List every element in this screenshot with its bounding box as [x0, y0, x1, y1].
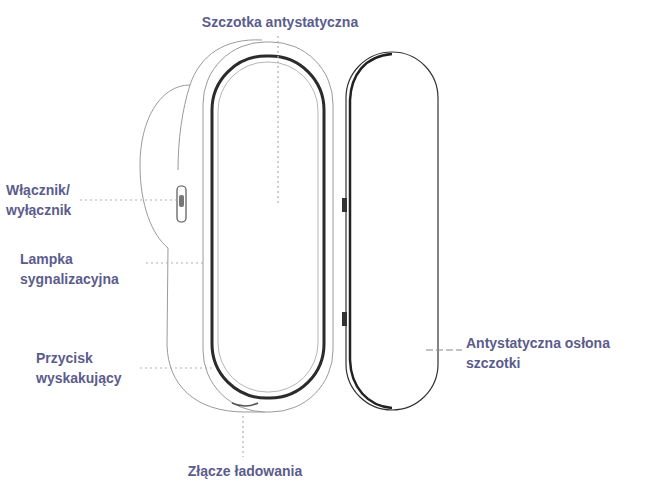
leader-line	[242, 416, 243, 457]
part-label: Włącznik/ wyłącznik	[6, 180, 101, 220]
part-label: Szczotka antystatyczna	[160, 12, 400, 32]
leader-lines	[80, 36, 278, 457]
brush-cover	[346, 52, 438, 410]
power-switch	[177, 186, 186, 222]
switch-knob	[179, 195, 184, 207]
bulge-seam	[178, 85, 190, 170]
leader-line	[140, 367, 214, 368]
leader-line	[146, 262, 206, 263]
brush-ring	[212, 56, 324, 398]
leader-line	[426, 349, 462, 350]
popup-button	[232, 403, 258, 406]
leader-line	[277, 36, 278, 205]
cover-edge	[350, 54, 392, 408]
part-label: Lampka sygnalizacyjna	[20, 249, 145, 289]
part-label: Przycisk wyskakujący	[36, 348, 146, 388]
brush-inner	[218, 62, 318, 392]
cover-tab	[342, 312, 347, 326]
part-label: Złącze ładowania	[140, 461, 350, 481]
front-face	[203, 42, 333, 412]
part-label: Antystatyczna osłona szczotki	[466, 333, 662, 373]
leader-line	[80, 199, 176, 200]
cover-tab	[342, 198, 347, 212]
